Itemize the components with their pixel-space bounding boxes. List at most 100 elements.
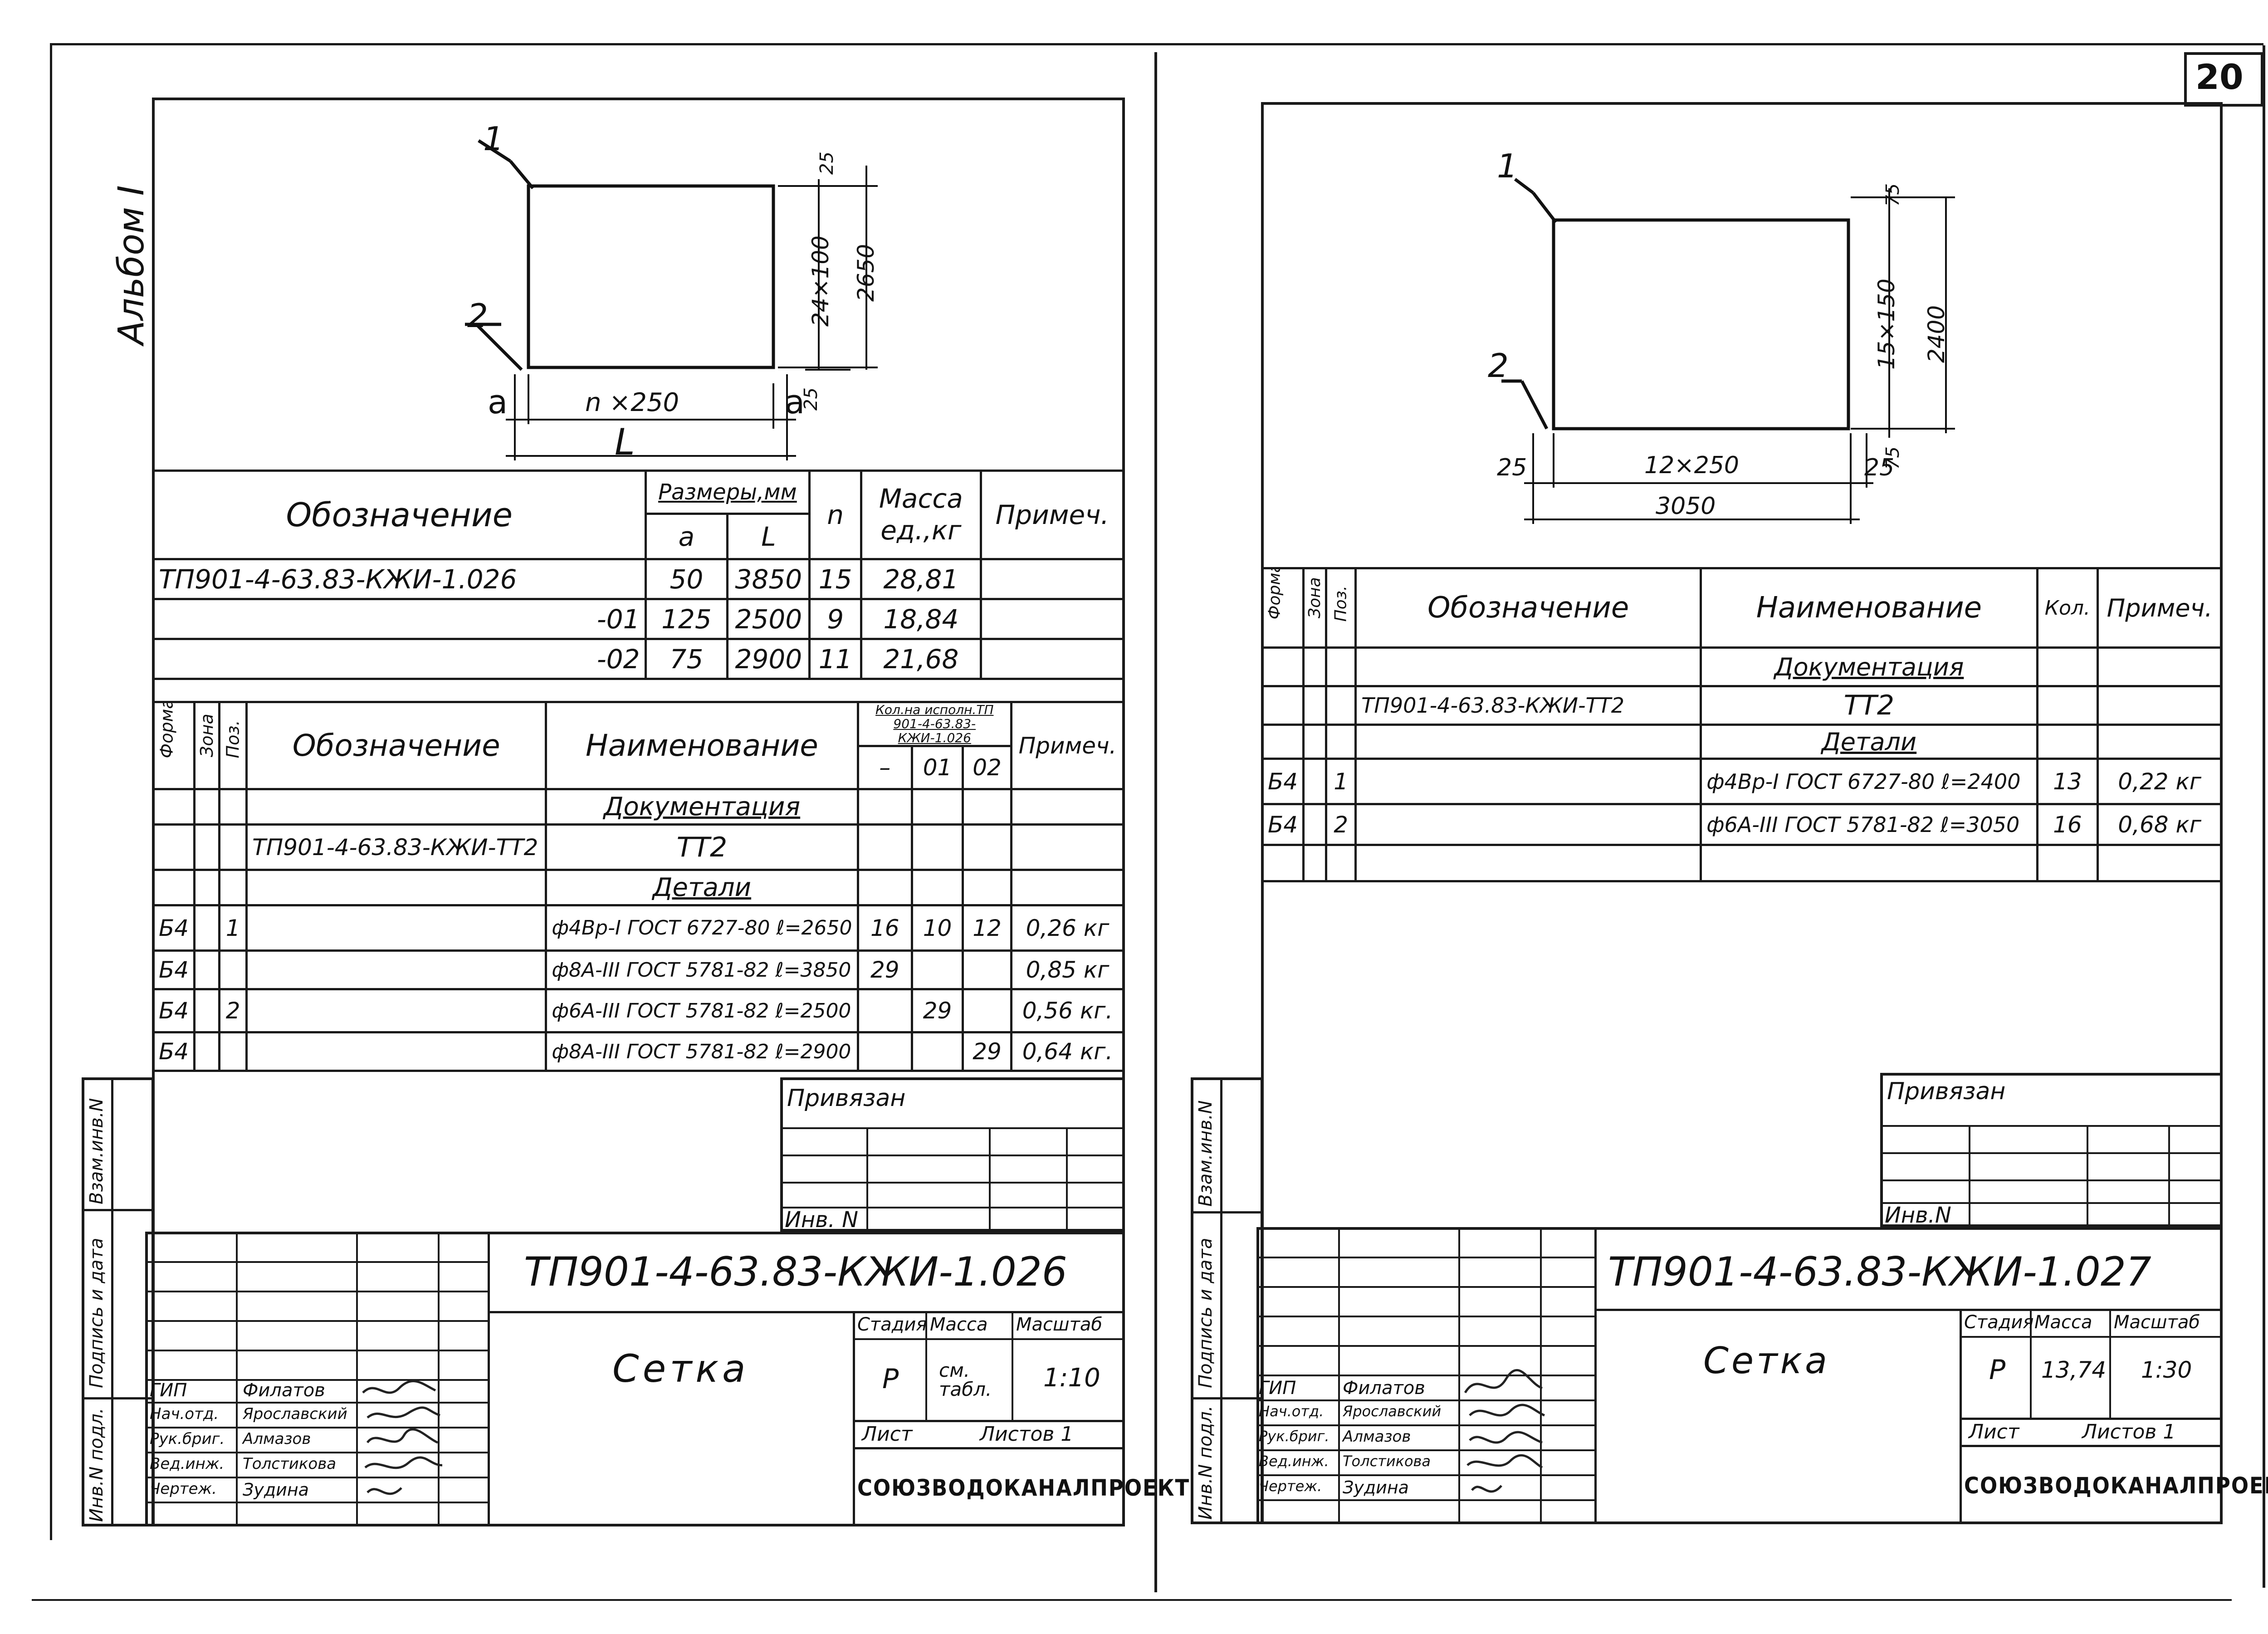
rspec-h-qty: Кол. xyxy=(2036,567,2099,649)
size-a: 125 xyxy=(644,598,729,640)
left-tb-sheets: Листов 1 xyxy=(980,1423,1074,1446)
right-tb-code: ТП901-4-63.83-КЖИ-1.027 xyxy=(1608,1248,2151,1295)
spec-section-docs: Документация xyxy=(545,788,859,826)
rspec-h-designation: Обозначение xyxy=(1354,567,1702,649)
left-size-table: Обозначение Размеры,мм n Масса ед.,кг Пр… xyxy=(152,470,1125,680)
right-role: Чертеж. xyxy=(1259,1477,1322,1495)
left-binding-inv: Инв. N xyxy=(785,1207,858,1233)
left-dim-2650: 2650 xyxy=(853,244,879,302)
right-tb-hline xyxy=(1960,1418,2223,1420)
right-person: Алмазов xyxy=(1343,1428,1411,1446)
right-role: Рук.бриг. xyxy=(1259,1428,1330,1445)
left-tb-sheet: Лист xyxy=(862,1423,913,1446)
right-people-rule xyxy=(1256,1345,1594,1347)
size-row: -02 75 2900 11 21,68 xyxy=(152,638,1125,680)
right-tb-hline xyxy=(1594,1309,2223,1311)
spec-row: Б4 ф8А-III ГОСТ 5781-82 ℓ=3850 29 0,85 к… xyxy=(152,949,1125,991)
right-person: Ярославский xyxy=(1343,1403,1442,1420)
right-person: Филатов xyxy=(1343,1378,1425,1399)
right-signatures xyxy=(1464,1369,1545,1493)
right-mesh-drawing xyxy=(1501,178,1955,524)
left-tb-vline xyxy=(1012,1311,1013,1420)
rspec-name: ф6А-III ГОСТ 5781-82 ℓ=3050 xyxy=(1700,803,2038,846)
size-mass: 18,84 xyxy=(860,598,982,640)
size-h-designation: Обозначение xyxy=(152,470,647,560)
spec-name: ф8А-III ГОСТ 5781-82 ℓ=2900 xyxy=(545,1031,859,1072)
size-note xyxy=(979,598,1125,640)
spec-q1: 29 xyxy=(911,988,964,1034)
size-mass: 21,68 xyxy=(860,638,982,680)
spec-name: ф8А-III ГОСТ 5781-82 ℓ=3850 xyxy=(545,949,859,991)
spec-q0 xyxy=(856,1031,914,1072)
left-tb-hline xyxy=(488,1311,1125,1313)
rspec-name: ф4Вр-I ГОСТ 6727-80 ℓ=2400 xyxy=(1700,758,2038,805)
right-tb-vline xyxy=(1594,1227,1597,1524)
left-tb-vline xyxy=(853,1311,855,1526)
spec-doc-name: ТТ2 xyxy=(545,823,859,871)
spec-note: 0,26 кг xyxy=(1010,904,1125,952)
left-tb-stage: Р xyxy=(882,1363,899,1395)
size-n: 9 xyxy=(808,598,863,640)
rspec-h-note: Примеч. xyxy=(2097,567,2223,649)
right-binding-col xyxy=(1969,1125,1970,1227)
left-binding-col xyxy=(1066,1127,1068,1232)
rspec-h-zone: Зона xyxy=(1305,577,1325,618)
left-people-rule xyxy=(145,1452,488,1453)
left-dim-a-left: a xyxy=(488,383,508,421)
size-n: 15 xyxy=(808,558,863,600)
right-side-strip-rule xyxy=(1191,1397,1263,1399)
right-people-rule xyxy=(1256,1399,1594,1401)
right-tb-stage: Р xyxy=(1989,1354,2006,1386)
spec-pos xyxy=(218,949,248,991)
rspec-note: 0,68 кг xyxy=(2097,803,2223,846)
left-side-label-replace: Взам.инв.N xyxy=(86,1098,107,1204)
spec-row: Б4 ф8А-III ГОСТ 5781-82 ℓ=2900 29 0,64 к… xyxy=(152,1031,1125,1072)
right-people-rule xyxy=(1256,1286,1594,1288)
spec-format: Б4 xyxy=(152,904,196,952)
rspec-h-format: Формат xyxy=(1265,568,1284,620)
size-h-mass: Масса ед.,кг xyxy=(860,470,982,560)
left-binding-rule xyxy=(780,1127,1125,1129)
right-callout-2: 2 xyxy=(1488,347,1509,385)
right-role: Вед.инж. xyxy=(1259,1453,1329,1470)
size-L: 2900 xyxy=(726,638,811,680)
page-number: 20 xyxy=(2195,57,2244,97)
rspec-pos: 2 xyxy=(1325,803,1357,846)
rspec-h-name: Наименование xyxy=(1700,567,2038,649)
left-tb-h-scale: Масштаб xyxy=(1016,1314,1103,1335)
left-tb-scale: 1:10 xyxy=(1043,1363,1100,1393)
left-mesh-drawing xyxy=(465,139,878,460)
rspec-format: Б4 xyxy=(1261,803,1305,846)
right-people-rule xyxy=(1256,1316,1594,1317)
right-tb-sheets: Листов 1 xyxy=(2082,1420,2176,1443)
left-tb-hline xyxy=(853,1420,1125,1422)
right-person: Зудина xyxy=(1343,1477,1409,1497)
spec-q2: 12 xyxy=(962,904,1013,952)
size-a: 75 xyxy=(644,638,729,680)
right-people-rule xyxy=(1256,1257,1594,1258)
spec-q2 xyxy=(962,988,1013,1034)
right-tb-h-scale: Масштаб xyxy=(2114,1312,2200,1333)
spec-h-pos: Поз. xyxy=(223,720,243,758)
right-side-label-replace: Взам.инв.N xyxy=(1195,1100,1216,1207)
spec-h-qty: Кол.на исполн.ТП 901-4-63.83-КЖИ-1.026 xyxy=(856,700,1013,748)
spec-format: Б4 xyxy=(152,1031,196,1072)
right-binding-rule xyxy=(1880,1202,2223,1204)
rspec-h-zone-cell: Зона xyxy=(1302,567,1328,649)
left-binding-col xyxy=(989,1127,991,1232)
left-person: Филатов xyxy=(243,1380,325,1401)
left-dim-L: L xyxy=(615,421,635,463)
left-person: Ярославский xyxy=(243,1405,347,1423)
left-tb-vline xyxy=(488,1232,490,1526)
right-binding-col xyxy=(2087,1125,2088,1227)
rspec-qty: 13 xyxy=(2036,758,2099,805)
spec-note: 0,64 кг. xyxy=(1010,1031,1125,1072)
right-tb-org: СОЮЗВОДОКАНАЛПРОЕКТ xyxy=(1964,1473,2268,1499)
mesh-outline xyxy=(527,184,775,369)
rspec-qty: 16 xyxy=(2036,803,2099,846)
left-person: Толстикова xyxy=(243,1455,337,1473)
spec-q1 xyxy=(911,949,964,991)
page-fold-line xyxy=(1154,52,1157,1592)
left-binding-rule xyxy=(780,1207,1125,1208)
right-callout-1: 1 xyxy=(1497,147,1518,185)
